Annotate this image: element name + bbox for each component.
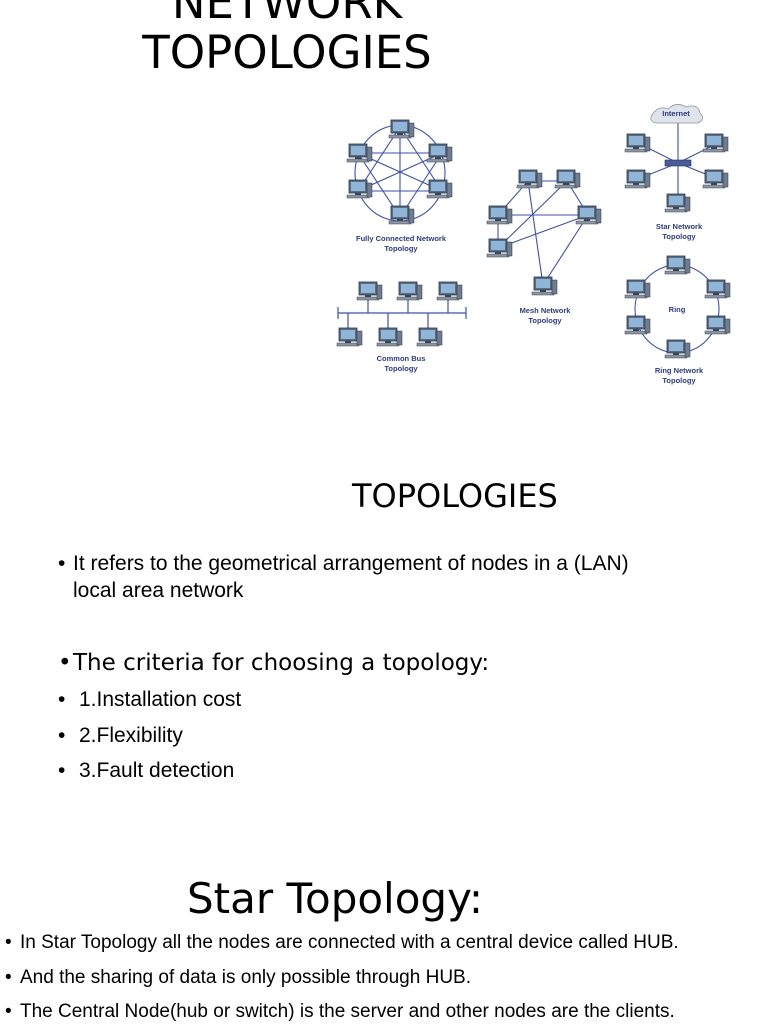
bullet-marker: • (58, 759, 66, 782)
page-title: NETWORK TOPOLOGIES (0, 0, 574, 78)
star-point-text: The Central Node(hub or switch) is the s… (20, 1001, 675, 1022)
label-fully-connected: Fully Connected Network (356, 234, 447, 243)
bullet-marker: • (58, 688, 66, 711)
star-point: • The Central Node(hub or switch) is the… (5, 1000, 760, 1024)
page-title-line2: TOPOLOGIES (142, 26, 432, 79)
criteria-item: • 2.Flexibility (58, 722, 183, 749)
bullet-marker: • (5, 967, 12, 988)
label-mesh-2: Topology (528, 316, 562, 325)
bullet-marker: • (5, 1001, 12, 1022)
criteria-heading-row: • The criteria for choosing a topology: (58, 649, 489, 677)
label-star: Star Network (656, 222, 703, 231)
star-point: • And the sharing of data is only possib… (5, 966, 760, 990)
criteria-text: 2.Flexibility (79, 724, 183, 747)
label-bus: Common Bus (377, 354, 426, 363)
label-ring: Ring Network (655, 366, 704, 375)
label-mesh: Mesh Network (520, 306, 572, 315)
criteria-item: • 3.Fault detection (58, 757, 234, 784)
criteria-heading: The criteria for choosing a topology: (73, 650, 490, 676)
label-star-2: Topology (662, 232, 696, 241)
definition-line1: It refers to the geometrical arrangement… (73, 552, 629, 575)
star-point-text: In Star Topology all the nodes are conne… (20, 932, 679, 953)
label-internet: Internet (662, 109, 690, 118)
star-topology-heading: Star Topology: (187, 874, 484, 923)
topology-diagram: Internet Fully Connected Network Topolog… (336, 104, 731, 385)
bullet-marker: • (58, 552, 66, 575)
page-title-line1: NETWORK (171, 0, 403, 29)
bus-topology (337, 299, 467, 329)
label-ring-2: Topology (662, 376, 696, 385)
bullet-marker: • (58, 650, 72, 676)
topologies-heading: TOPOLOGIES (352, 477, 558, 515)
criteria-item: • 1.Installation cost (58, 686, 241, 713)
label-fully-connected-2: Topology (384, 244, 418, 253)
bullet-marker: • (5, 932, 12, 953)
bullet-marker: • (58, 724, 66, 747)
criteria-text: 1.Installation cost (79, 688, 242, 711)
star-point: • In Star Topology all the nodes are con… (5, 931, 760, 955)
definition-line2: local area network (73, 579, 244, 602)
criteria-text: 3.Fault detection (79, 759, 235, 782)
label-ring-center: Ring (669, 305, 686, 314)
label-bus-2: Topology (384, 364, 418, 373)
definition-bullet: • It refers to the geometrical arrangeme… (58, 550, 763, 604)
star-point-text: And the sharing of data is only possible… (20, 967, 471, 988)
mesh-topology (497, 180, 589, 286)
